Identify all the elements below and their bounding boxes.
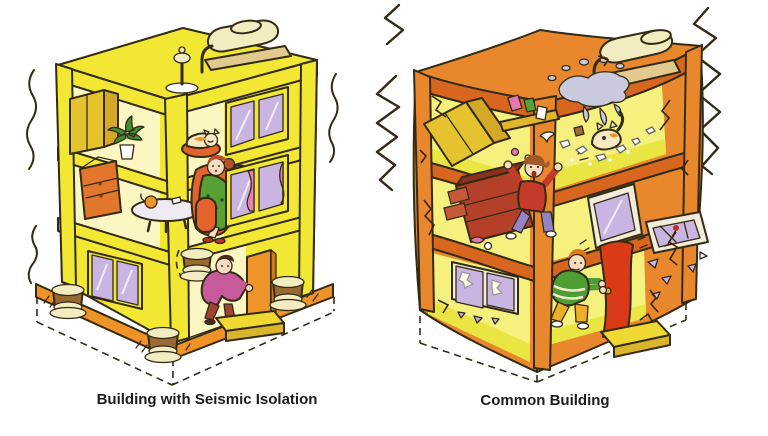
- wardrobe: [69, 89, 119, 155]
- top-floor-windows: [225, 86, 289, 156]
- breaking-dishes-debris: [559, 125, 656, 166]
- roof-vent-icon: [165, 46, 199, 94]
- flying-window-frame: [637, 211, 709, 254]
- broken-window: [451, 261, 519, 325]
- ground-outline-dashed: [36, 297, 337, 386]
- flying-shelf-and-books: [499, 94, 560, 162]
- entry-step: [215, 310, 285, 342]
- tea-table: [131, 193, 201, 234]
- toppling-drawers: [443, 161, 534, 251]
- left-panel-caption: Building with Seismic Isolation: [96, 391, 318, 408]
- tilted-window: [579, 183, 643, 253]
- corner-seismic-bearings: [43, 275, 319, 364]
- center-seismic-bearing: [175, 247, 215, 282]
- right-panel-caption: Common Building: [480, 392, 610, 409]
- chest-of-drawers: [79, 156, 122, 220]
- panicked-woman: [503, 155, 563, 240]
- ground-floor-window: [87, 250, 143, 310]
- man-pulling-door: [550, 249, 608, 330]
- wall-cracks: [419, 55, 689, 322]
- spilling-water: [547, 56, 630, 126]
- potted-plant: [107, 115, 145, 160]
- sleeping-cat: [181, 128, 221, 158]
- flying-shards: [647, 251, 712, 300]
- falling-wardrobe: [423, 97, 511, 167]
- middle-floor-window: [225, 154, 289, 228]
- common-building-panel: [375, 3, 722, 383]
- water-tank-icon: [200, 19, 292, 74]
- ground-outline-dashed: [419, 303, 687, 383]
- entry-step: [600, 320, 671, 358]
- isolated-building-panel: [26, 19, 339, 386]
